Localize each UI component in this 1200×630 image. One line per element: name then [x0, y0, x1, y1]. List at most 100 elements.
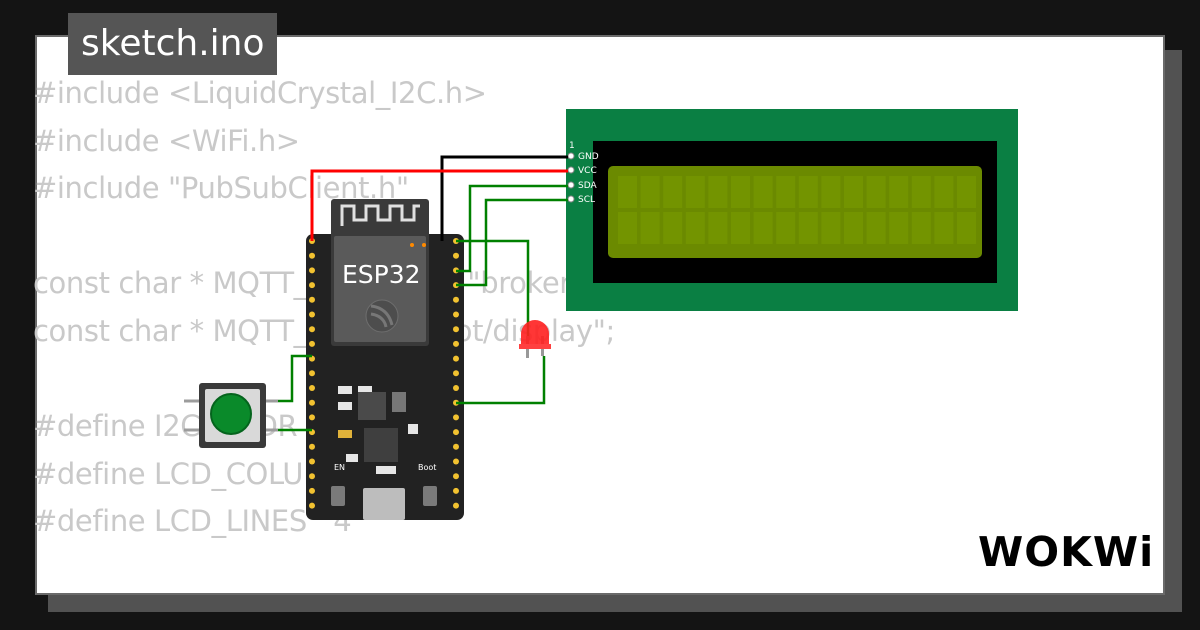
header-pin[interactable]	[453, 458, 459, 465]
header-pin[interactable]	[453, 473, 459, 480]
wire-led-cathode[interactable]	[456, 356, 546, 405]
header-pin[interactable]	[309, 399, 315, 406]
lcd-pin-label: VCC	[578, 166, 597, 176]
lcd-char-cell	[957, 212, 976, 244]
lcd-char-cell	[708, 176, 728, 208]
lcd-char-cell	[640, 176, 660, 208]
button-cap[interactable]	[210, 393, 252, 435]
red-led[interactable]	[519, 320, 551, 358]
antenna-trace	[340, 204, 420, 226]
lcd-char-cell	[821, 212, 841, 244]
header-pin[interactable]	[453, 443, 459, 450]
wire-led-anode[interactable]	[456, 239, 530, 340]
lcd-pin-label: SCL	[578, 195, 595, 205]
lcd-pin-label: GND	[578, 152, 599, 162]
boot-button[interactable]	[423, 486, 437, 506]
esp32-board[interactable]: ESP32 EN Boot	[306, 199, 464, 520]
lcd-char-cell	[731, 212, 750, 244]
header-pin[interactable]	[309, 267, 315, 274]
lcd-pin-sda[interactable]	[567, 181, 575, 189]
header-pin[interactable]	[309, 252, 315, 259]
file-tab-label: sketch.ino	[81, 23, 265, 64]
lcd-pin-label: SDA	[578, 181, 597, 191]
lcd-module[interactable]: 1 GND VCC SDA SCL	[566, 109, 1018, 311]
en-label: EN	[334, 463, 345, 472]
header-pin[interactable]	[453, 385, 459, 391]
wire-button-signal[interactable]	[266, 354, 312, 403]
wokwi-logo: WOKWi	[978, 528, 1154, 576]
lcd-pin-vcc[interactable]	[567, 166, 575, 174]
lcd-char-cell	[798, 176, 818, 208]
header-pin[interactable]	[309, 487, 315, 494]
led-rim	[519, 344, 551, 349]
push-button[interactable]	[184, 383, 278, 448]
lcd-char-cell	[776, 212, 796, 244]
header-pin[interactable]	[309, 296, 315, 303]
lcd-char-cell	[708, 212, 728, 244]
header-pin[interactable]	[453, 355, 459, 362]
usb-port	[363, 488, 405, 520]
header-pin[interactable]	[309, 282, 315, 289]
header-pin[interactable]	[309, 473, 315, 480]
lcd-char-cell	[663, 212, 683, 244]
lcd-char-cell	[866, 176, 886, 208]
en-button[interactable]	[331, 486, 345, 506]
wire-vcc[interactable]	[310, 169, 568, 241]
lcd-pin-header: GND VCC SDA SCL	[567, 152, 599, 205]
header-pin[interactable]	[309, 385, 315, 391]
wire-gnd[interactable]	[440, 155, 568, 241]
header-pin[interactable]	[453, 487, 459, 494]
lcd-char-cell	[844, 212, 863, 244]
lcd-pin-scl[interactable]	[567, 195, 575, 203]
lcd-char-cell	[821, 176, 841, 208]
header-pin[interactable]	[309, 414, 315, 421]
lcd-char-cell	[911, 212, 931, 244]
header-pin[interactable]	[453, 311, 459, 318]
lcd-char-cell	[753, 176, 773, 208]
code-line: #include <WiFi.h>	[33, 123, 300, 158]
lcd-char-cell	[844, 176, 863, 208]
header-pin[interactable]	[309, 458, 315, 465]
esp32-left-pin-header	[309, 238, 315, 509]
lcd-char-cell	[889, 212, 909, 244]
code-line: #define LCD_LINES 4	[33, 504, 352, 539]
lcd-char-cell	[640, 212, 660, 244]
header-pin[interactable]	[309, 370, 315, 377]
esp32-right-pin-header	[453, 238, 459, 509]
lcd-char-cell	[685, 176, 705, 208]
header-pin[interactable]	[453, 252, 459, 259]
lcd-char-cell	[663, 176, 683, 208]
esp32-shield	[334, 236, 426, 342]
file-tab[interactable]: sketch.ino	[68, 13, 278, 75]
lcd-char-cell	[618, 212, 637, 244]
header-pin[interactable]	[453, 296, 459, 303]
header-pin[interactable]	[453, 414, 459, 421]
lcd-char-cell	[957, 176, 976, 208]
status-dot	[422, 243, 426, 247]
lcd-char-cell	[934, 212, 954, 244]
lcd-char-cell	[618, 176, 637, 208]
wire-sda[interactable]	[456, 184, 568, 273]
header-pin[interactable]	[309, 443, 315, 450]
lcd-char-cell	[866, 212, 886, 244]
lcd-char-cell	[911, 176, 931, 208]
header-pin[interactable]	[309, 311, 315, 318]
smd-components	[338, 386, 418, 474]
header-pin[interactable]	[309, 326, 315, 333]
header-pin[interactable]	[309, 502, 315, 509]
header-pin[interactable]	[453, 340, 459, 347]
wire-scl[interactable]	[456, 198, 568, 287]
header-pin[interactable]	[453, 502, 459, 509]
header-pin[interactable]	[309, 340, 315, 347]
lcd-pin-gnd[interactable]	[567, 152, 575, 160]
lcd-char-cell	[753, 212, 773, 244]
header-pin[interactable]	[453, 370, 459, 377]
led-dome	[521, 320, 549, 346]
header-pin[interactable]	[453, 326, 459, 333]
lcd-char-cell	[685, 212, 705, 244]
header-pin[interactable]	[453, 429, 459, 436]
chip-label: ESP32	[342, 260, 421, 289]
espressif-logo	[365, 299, 399, 333]
lcd-char-cell	[776, 176, 796, 208]
